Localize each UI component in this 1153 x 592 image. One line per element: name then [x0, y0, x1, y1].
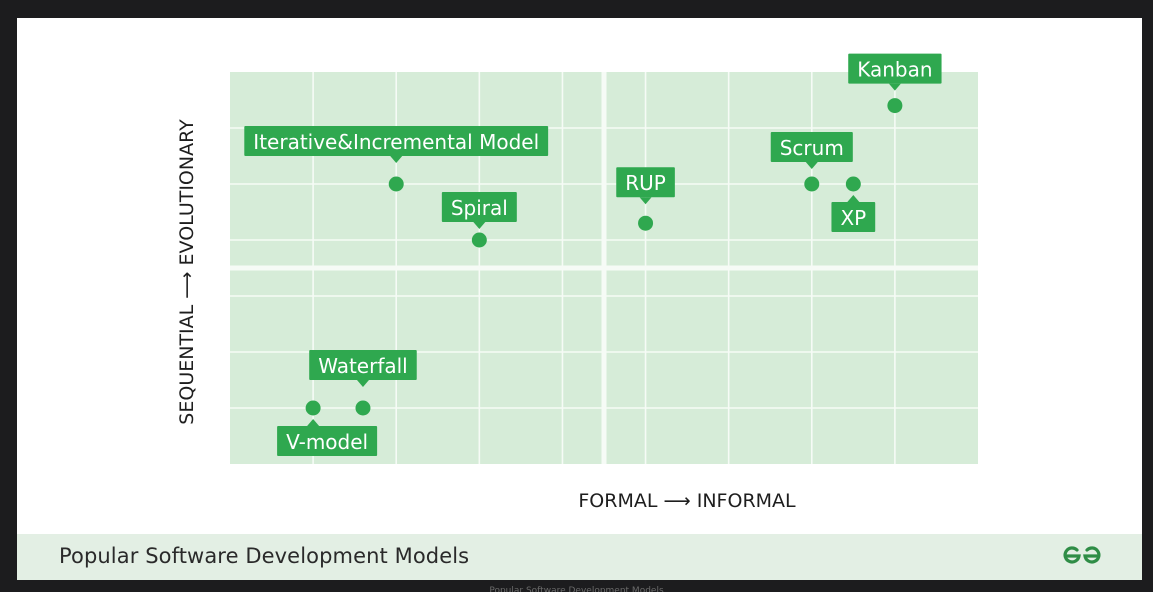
label-text-xp: XP: [840, 206, 866, 230]
geeksforgeeks-logo-icon: [1063, 546, 1101, 564]
footer-title: Popular Software Development Models: [59, 544, 470, 568]
label-xp: XP: [831, 195, 876, 232]
label-box-waterfall: [309, 350, 417, 380]
label-waterfall: Waterfall: [309, 350, 417, 387]
label-pointer-xp: [847, 195, 860, 202]
label-scrum: Scrum: [770, 132, 853, 169]
label-pointer-waterfall: [356, 380, 369, 387]
label-text-rup: RUP: [625, 171, 666, 195]
label-pointer-iterative-incremental-model: [390, 156, 403, 163]
label-box-v-model: [277, 426, 378, 456]
label-text-waterfall: Waterfall: [318, 354, 408, 378]
label-pointer-rup: [639, 197, 652, 205]
label-pointer-kanban: [888, 83, 901, 91]
x-axis-label: FORMAL ⟶ INFORMAL: [578, 490, 796, 512]
label-box-rup: [616, 167, 675, 198]
label-box-scrum: [770, 132, 853, 162]
footer-bar: Popular Software Development Models: [17, 534, 1142, 580]
data-point-iterative-incremental-model: [388, 176, 404, 192]
data-point-kanban: [887, 98, 903, 114]
data-point-spiral: [471, 232, 487, 248]
label-box-spiral: [441, 192, 517, 222]
label-pointer-scrum: [805, 162, 818, 169]
label-text-v-model: V-model: [286, 430, 368, 454]
label-pointer-spiral: [473, 222, 486, 229]
label-text-scrum: Scrum: [780, 136, 844, 160]
label-text-spiral: Spiral: [451, 196, 508, 220]
data-point-rup: [638, 215, 654, 231]
label-pointer-v-model: [307, 419, 320, 426]
label-box-iterative-incremental-model: [244, 126, 549, 156]
label-spiral: Spiral: [441, 192, 517, 229]
label-iterative-incremental-model: Iterative&Incremental Model: [244, 126, 549, 163]
label-rup: RUP: [616, 167, 675, 205]
label-box-kanban: [848, 53, 942, 84]
data-point-v-model: [305, 400, 321, 416]
data-point-scrum: [804, 176, 820, 192]
label-text-kanban: Kanban: [857, 58, 932, 82]
label-v-model: V-model: [277, 419, 378, 456]
label-kanban: Kanban: [848, 53, 942, 91]
data-point-waterfall: [355, 400, 371, 416]
label-box-xp: [831, 202, 876, 232]
y-axis-label: SEQUENTIAL ⟶ EVOLUTIONARY: [176, 119, 198, 425]
label-text-iterative-incremental-model: Iterative&Incremental Model: [253, 130, 539, 154]
image-caption: Popular Software Development Models: [489, 586, 664, 592]
data-point-xp: [845, 176, 861, 192]
